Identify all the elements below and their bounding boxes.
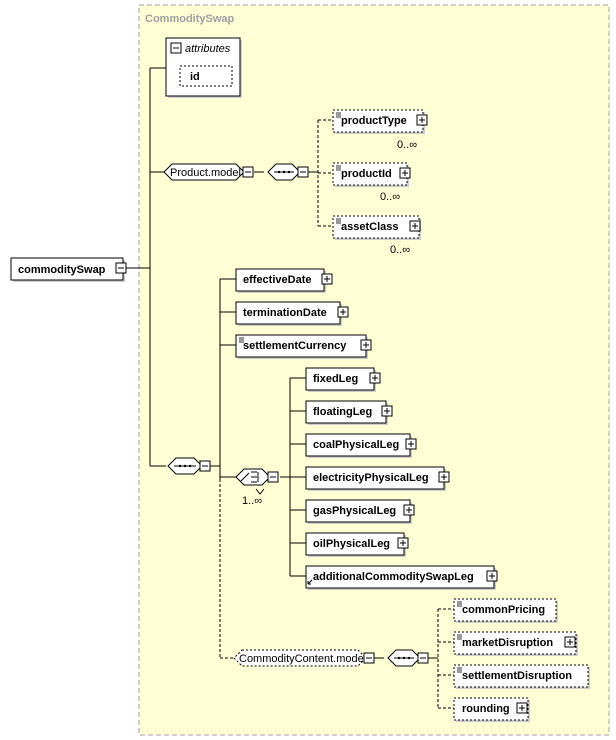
connector-lines	[126, 67, 454, 709]
element-label: effectiveDate	[243, 274, 311, 286]
sequence-compositor[interactable]	[387, 649, 429, 667]
element-settlement-disruption[interactable]: settlementDisruption	[453, 664, 590, 689]
expand-icon[interactable]	[403, 504, 415, 516]
expand-icon[interactable]	[337, 306, 349, 318]
attribute-id-label: id	[190, 71, 200, 83]
element-label: rounding	[462, 703, 510, 715]
element-asset-class[interactable]: assetClass	[332, 215, 421, 240]
element-effective-date[interactable]: effectiveDate	[235, 268, 333, 293]
element-additional-commodity-swap-leg[interactable]: additionalCommoditySwapLeg	[305, 565, 498, 590]
element-market-disruption[interactable]: marketDisruption	[453, 631, 578, 656]
element-label: settlementCurrency	[243, 340, 347, 352]
element-label: coalPhysicalLeg	[313, 439, 399, 451]
element-floating-leg[interactable]: floatingLeg	[305, 400, 393, 425]
collapse-icon[interactable]	[297, 166, 309, 178]
element-label: settlementDisruption	[462, 670, 572, 682]
expand-icon[interactable]	[564, 636, 576, 648]
expand-icon[interactable]	[416, 114, 428, 126]
sequence-compositor[interactable]	[267, 163, 309, 181]
element-fixed-leg[interactable]: fixedLeg	[305, 367, 381, 392]
element-oil-physical-leg[interactable]: oilPhysicalLeg	[305, 532, 409, 557]
expand-icon[interactable]	[399, 167, 411, 179]
complex-type-title: CommoditySwap	[145, 13, 235, 25]
product-model-group[interactable]: Product.model	[163, 163, 254, 181]
collapse-icon[interactable]	[417, 652, 429, 664]
element-label: marketDisruption	[462, 637, 553, 649]
expand-icon[interactable]	[516, 702, 528, 714]
element-product-type[interactable]: productType	[332, 109, 428, 134]
choice-compositor[interactable]	[235, 468, 279, 495]
collapse-icon[interactable]	[267, 471, 279, 483]
expand-icon[interactable]	[409, 220, 421, 232]
element-label: assetClass	[341, 221, 399, 233]
collapse-icon[interactable]	[199, 460, 211, 472]
expand-icon[interactable]	[486, 570, 498, 582]
expand-icon[interactable]	[405, 438, 417, 450]
element-gas-physical-leg[interactable]: gasPhysicalLeg	[305, 499, 415, 524]
expand-icon[interactable]	[381, 405, 393, 417]
attributes-label: attributes	[185, 43, 231, 55]
attributes-group: attributes id	[165, 37, 242, 98]
element-label: floatingLeg	[313, 406, 372, 418]
main-sequence-compositor[interactable]	[167, 457, 211, 475]
product-model-label: Product.model	[170, 167, 241, 179]
commodity-content-label: CommodityContent.model	[239, 653, 366, 665]
collapse-icon[interactable]	[363, 652, 375, 664]
collapse-icon[interactable]	[242, 166, 254, 178]
element-coal-physical-leg[interactable]: coalPhysicalLeg	[305, 433, 417, 458]
choice-occurrence-label: 1..∞	[242, 495, 262, 507]
root-element-label: commoditySwap	[18, 264, 106, 276]
element-termination-date[interactable]: terminationDate	[235, 301, 349, 326]
collapse-icon[interactable]	[170, 42, 182, 54]
element-settlement-currency[interactable]: settlementCurrency	[235, 334, 372, 359]
element-common-pricing[interactable]: commonPricing	[453, 598, 558, 623]
element-rounding[interactable]: rounding	[453, 697, 530, 722]
element-label: additionalCommoditySwapLeg	[313, 571, 474, 583]
element-label: commonPricing	[462, 604, 545, 616]
expand-icon[interactable]	[321, 273, 333, 285]
element-label: productId	[341, 168, 392, 180]
expand-icon[interactable]	[369, 372, 381, 384]
collapse-icon[interactable]	[115, 262, 127, 274]
element-label: electricityPhysicalLeg	[313, 472, 429, 484]
element-label: gasPhysicalLeg	[313, 505, 396, 517]
expand-icon[interactable]	[438, 471, 450, 483]
occurrence-label: 0..∞	[390, 244, 410, 256]
attribute-id-box[interactable]	[179, 65, 233, 87]
element-label: productType	[341, 115, 407, 127]
abstract-arrow-icon	[307, 579, 313, 585]
occurrence-label: 0..∞	[397, 139, 417, 151]
root-element-commodity-swap[interactable]: commoditySwap	[10, 257, 127, 282]
element-product-id[interactable]: productId	[332, 162, 411, 187]
element-electricity-physical-leg[interactable]: electricityPhysicalLeg	[305, 466, 450, 491]
expand-icon[interactable]	[360, 339, 372, 351]
element-label: fixedLeg	[313, 373, 358, 385]
commodity-content-model-group[interactable]: CommodityContent.model	[233, 649, 375, 667]
element-label: terminationDate	[243, 307, 327, 319]
expand-icon[interactable]	[397, 537, 409, 549]
occurrence-label: 0..∞	[380, 191, 400, 203]
element-label: oilPhysicalLeg	[313, 538, 390, 550]
